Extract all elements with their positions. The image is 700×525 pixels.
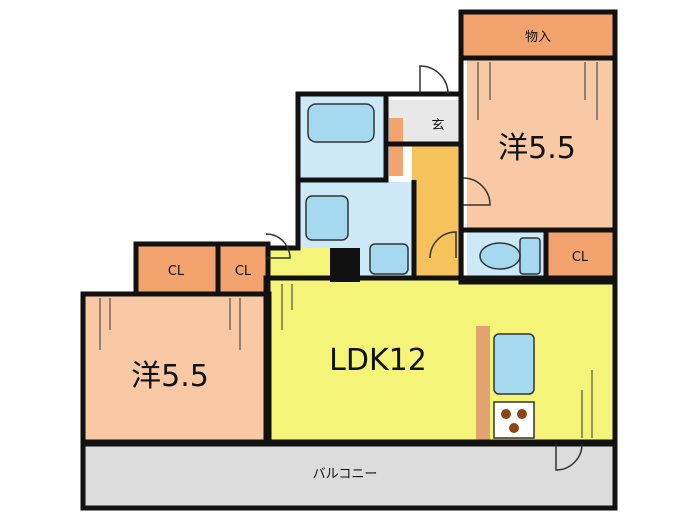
- bedroom-lower-label: 洋5.5: [131, 359, 209, 394]
- closet-upper-right-label: CL: [572, 250, 589, 265]
- washbasin-icon: [305, 195, 349, 241]
- closet-left-1-area: [138, 246, 216, 292]
- shoe-cabinet: [389, 118, 403, 176]
- kitchen-counter: [476, 326, 490, 440]
- storage-top-area: [463, 14, 613, 60]
- balcony-label: バルコニー: [313, 467, 378, 482]
- storage-top-label: 物入: [525, 30, 551, 45]
- living-area: [268, 280, 613, 442]
- living-label: LDK12: [329, 343, 427, 378]
- bedroom-upper-area: [467, 60, 613, 230]
- entrance-label: 玄: [431, 118, 444, 133]
- washing-machine-icon: [369, 243, 409, 275]
- toilet-icon: [479, 237, 541, 275]
- closet-left-2-area: [220, 246, 266, 292]
- kitchen-sink-icon: [493, 333, 535, 395]
- wardrobe-hatch: [99, 62, 598, 438]
- door-swing-icon: [265, 65, 583, 471]
- bedroom-upper-label: 洋5.5: [498, 131, 576, 166]
- closet-upper-right-area: [548, 232, 613, 280]
- closet-left-2-label: CL: [235, 264, 252, 279]
- bathtub-icon: [307, 103, 375, 143]
- closet-left-1-label: CL: [168, 264, 185, 279]
- balcony-area: [85, 444, 615, 506]
- stove-icon: [493, 401, 535, 439]
- bedroom-lower-area: [85, 296, 267, 442]
- walls: [80, 9, 618, 511]
